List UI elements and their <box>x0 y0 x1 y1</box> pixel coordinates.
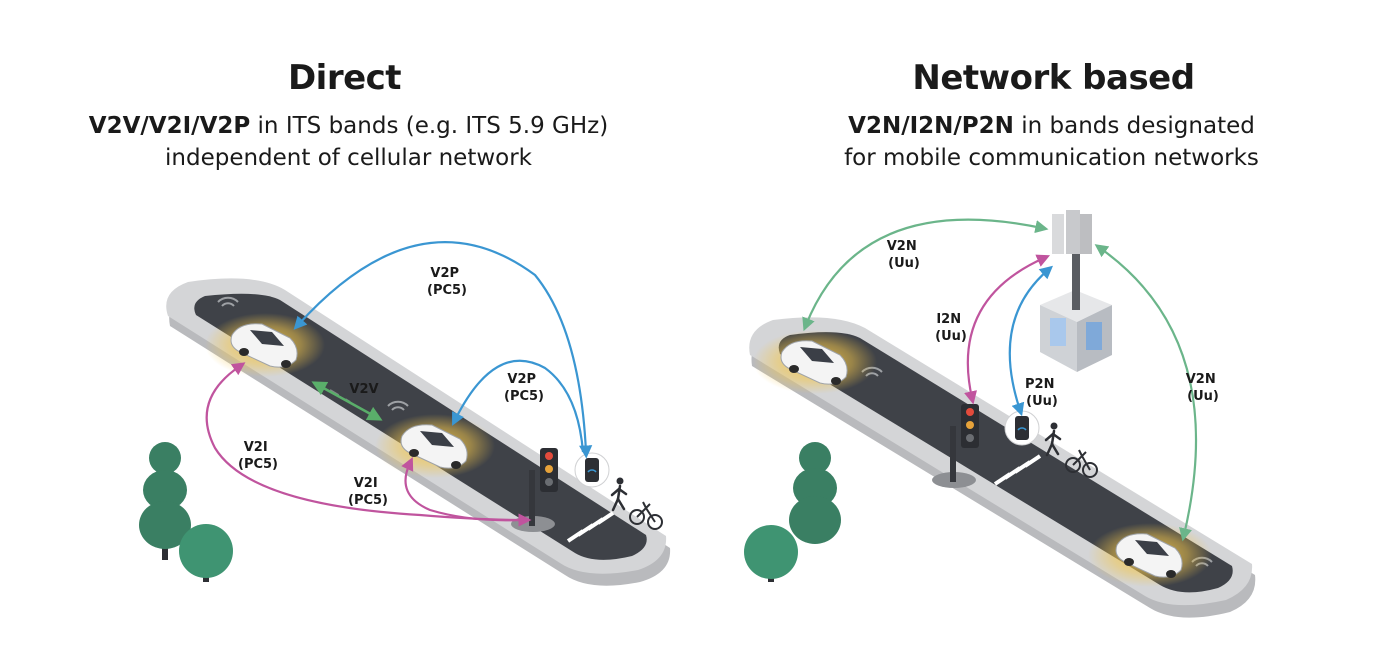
crosswalk <box>566 511 615 543</box>
i2n-label: I2N (Uu) <box>935 312 967 344</box>
v2i-left-label: V2I (PC5) <box>238 440 278 472</box>
p2n-label: P2N (Uu) <box>1025 377 1059 409</box>
trees-right <box>744 442 841 582</box>
v2i-mid-label: V2I (PC5) <box>348 476 388 508</box>
pedestrian-icon <box>610 477 628 512</box>
car-1 <box>205 313 325 377</box>
v2n-left-arrow <box>802 218 1049 332</box>
p2n-arrow <box>1008 265 1053 417</box>
network-bold-modes: V2N/I2N/P2N <box>848 113 1014 139</box>
phone-icon <box>1004 410 1040 446</box>
direct-subtitle-line2: independent of cellular network <box>165 145 532 171</box>
pedestrian-icon <box>1044 422 1062 457</box>
network-panel: Network based V2N/I2N/P2N in bands desig… <box>697 0 1394 664</box>
trees-left <box>139 442 233 582</box>
direct-bold-modes: V2V/V2I/V2P <box>88 113 251 139</box>
v2p-top-label: V2P (PC5) <box>427 266 467 298</box>
direct-line1-rest: in ITS bands (e.g. ITS 5.9 GHz) <box>250 113 609 139</box>
v2n-right-label: V2N (Uu) <box>1186 372 1221 404</box>
v2i-mid-arrow <box>401 457 521 522</box>
phone-icon <box>574 452 610 488</box>
crosswalk <box>993 454 1042 486</box>
direct-panel: Direct V2V/V2I/V2P in ITS bands (e.g. IT… <box>0 58 697 171</box>
network-subtitle-line2: for mobile communication networks <box>844 145 1259 171</box>
v2n-right-arrow <box>1094 244 1198 542</box>
network-title: Network based <box>912 58 1195 98</box>
direct-title: Direct <box>287 58 402 98</box>
traffic-light <box>932 404 979 488</box>
car-2 <box>375 414 495 478</box>
car-4 <box>1088 523 1212 587</box>
cell-tower <box>1040 210 1112 372</box>
v2p-top-arrow <box>293 241 593 459</box>
v2p-mid-label: V2P (PC5) <box>504 372 544 404</box>
network-line1-rest: in bands designated <box>1013 113 1255 139</box>
bicycle-icon <box>629 501 663 530</box>
v2n-left-label: V2N (Uu) <box>887 239 922 271</box>
network-subtitle-line1: V2N/I2N/P2N in bands designated <box>703 113 1394 139</box>
car-3 <box>753 330 877 394</box>
v2v-label: V2V <box>349 382 378 397</box>
direct-subtitle-line1: V2V/V2I/V2P in ITS bands (e.g. ITS 5.9 G… <box>0 113 697 139</box>
